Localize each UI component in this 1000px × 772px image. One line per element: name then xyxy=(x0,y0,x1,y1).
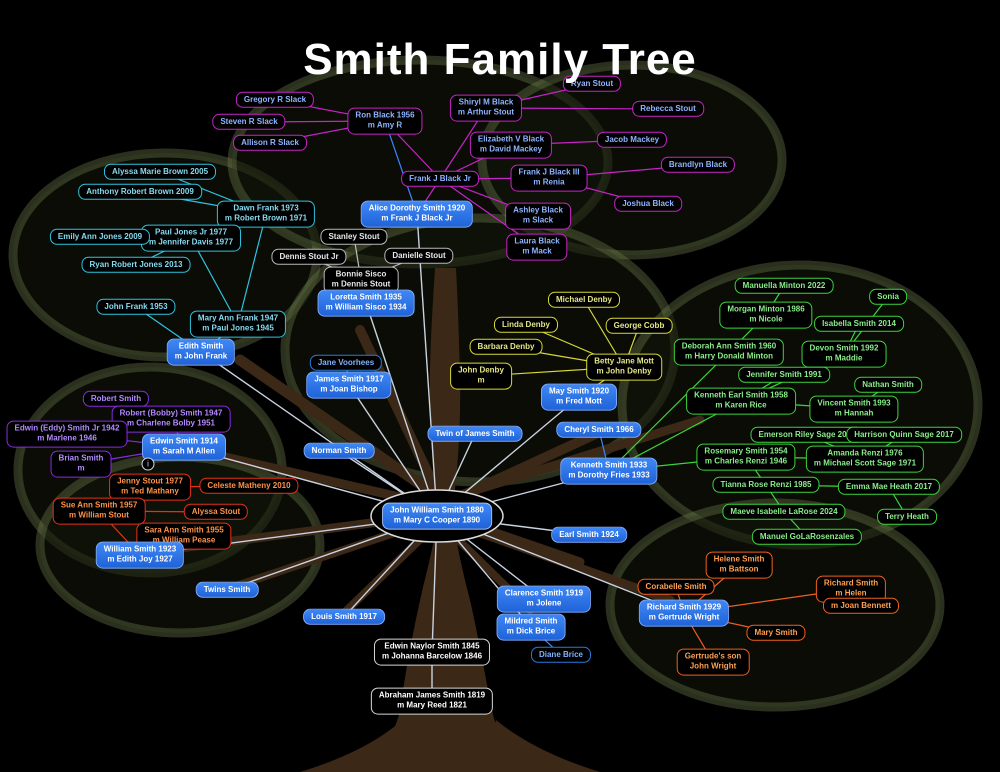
person-node-diane-brice[interactable]: Diane Brice xyxy=(530,646,592,664)
person-node-frank-black-jr[interactable]: Frank J Black Jr xyxy=(401,170,479,188)
person-node-emma-heath[interactable]: Emma Mae Heath 2017 xyxy=(837,478,941,496)
edge-mary-ann-frank-paul-jones-jr xyxy=(190,237,239,325)
edge-john-william-loretta-smith xyxy=(365,302,438,517)
person-node-barbara-denby[interactable]: Barbara Denby xyxy=(469,338,543,356)
person-node-linda-denby[interactable]: Linda Denby xyxy=(493,316,559,334)
person-node-rebecca-stout[interactable]: Rebecca Stout xyxy=(632,100,704,118)
person-node-mary-smith[interactable]: Mary Smith xyxy=(746,624,806,642)
edge-john-william-alice-smith xyxy=(416,213,438,517)
person-node-manuel[interactable]: Manuel GoLaRosenzales xyxy=(751,528,863,546)
person-node-harrison-sage[interactable]: Harrison Quinn Sage 2017 xyxy=(846,426,962,444)
person-node-joshua-black[interactable]: Joshua Black xyxy=(614,195,682,213)
person-node-dennis-stout-jr[interactable]: Dennis Stout Jr xyxy=(271,248,347,266)
person-node-gregory-slack[interactable]: Gregory R Slack xyxy=(235,91,315,109)
person-node-ryan-jones[interactable]: Ryan Robert Jones 2013 xyxy=(81,256,191,274)
person-node-john-frank-1953[interactable]: John Frank 1953 xyxy=(96,298,176,316)
person-node-stanley-stout[interactable]: Stanley Stout xyxy=(320,228,388,246)
person-node-george-cobb[interactable]: George Cobb xyxy=(605,317,673,335)
person-node-allison-slack[interactable]: Allison R Slack xyxy=(233,134,307,152)
edge-ron-black-alice-smith xyxy=(384,120,418,215)
person-node-terry-heath[interactable]: Terry Heath xyxy=(877,508,937,526)
person-node-twin-james[interactable]: Twin of James Smith xyxy=(427,425,523,443)
edge-kenneth-smith-deborah-smith xyxy=(608,351,730,472)
person-node-cheryl-smith[interactable]: Cheryl Smith 1966 xyxy=(556,421,642,439)
person-node-emily-jones[interactable]: Emily Ann Jones 2009 xyxy=(49,228,151,246)
person-node-alyssa-stout[interactable]: Alyssa Stout xyxy=(183,503,249,521)
person-node-twins-smith[interactable]: Twins Smith xyxy=(195,581,259,599)
tree-roots xyxy=(300,720,600,772)
edge-john-william-edith-smith xyxy=(200,351,438,517)
person-node-isabella-smith[interactable]: Isabella Smith 2014 xyxy=(814,315,904,333)
person-node-michael-denby[interactable]: Michael Denby xyxy=(547,291,621,309)
person-node-tianna-renzi[interactable]: Tianna Rose Renzi 1985 xyxy=(712,476,820,494)
person-node-anthony-brown[interactable]: Anthony Robert Brown 2009 xyxy=(78,183,202,201)
person-node-danielle-stout[interactable]: Danielle Stout xyxy=(384,247,454,265)
person-node-louis-smith[interactable]: Louis Smith 1917 xyxy=(303,608,385,626)
person-node-jane-voorhees[interactable]: Jane Voorhees xyxy=(309,354,383,372)
edge-mary-ann-frank-dawn-frank xyxy=(237,213,267,325)
person-node-sonia[interactable]: Sonia xyxy=(869,288,907,306)
person-node-nathan-smith[interactable]: Nathan Smith xyxy=(854,376,922,394)
person-node-steven-slack[interactable]: Steven R Slack xyxy=(212,113,286,131)
person-node-manuella-minton[interactable]: Manuella Minton 2022 xyxy=(734,277,834,295)
person-node-alyssa-brown[interactable]: Alyssa Marie Brown 2005 xyxy=(103,163,217,181)
person-node-earl-smith[interactable]: Earl Smith 1924 xyxy=(551,526,627,544)
person-node-jennifer-smith[interactable]: Jennifer Smith 1991 xyxy=(738,366,830,384)
person-node-maeve-larose[interactable]: Maeve Isabelle LaRose 2024 xyxy=(722,503,846,521)
info-icon[interactable]: i xyxy=(141,457,155,471)
person-node-brandlyn-black[interactable]: Brandlyn Black xyxy=(660,156,736,174)
page-title: Smith Family Tree xyxy=(303,35,697,85)
person-node-celeste-matheny[interactable]: Celeste Matheny 2010 xyxy=(199,477,299,495)
person-node-jacob-mackey[interactable]: Jacob Mackey xyxy=(596,131,668,149)
person-node-norman-smith[interactable]: Norman Smith xyxy=(303,442,375,460)
person-node-corabelle-smith[interactable]: Corabelle Smith xyxy=(637,578,715,596)
person-node-joan-bennett[interactable]: m Joan Bennett xyxy=(822,597,900,615)
